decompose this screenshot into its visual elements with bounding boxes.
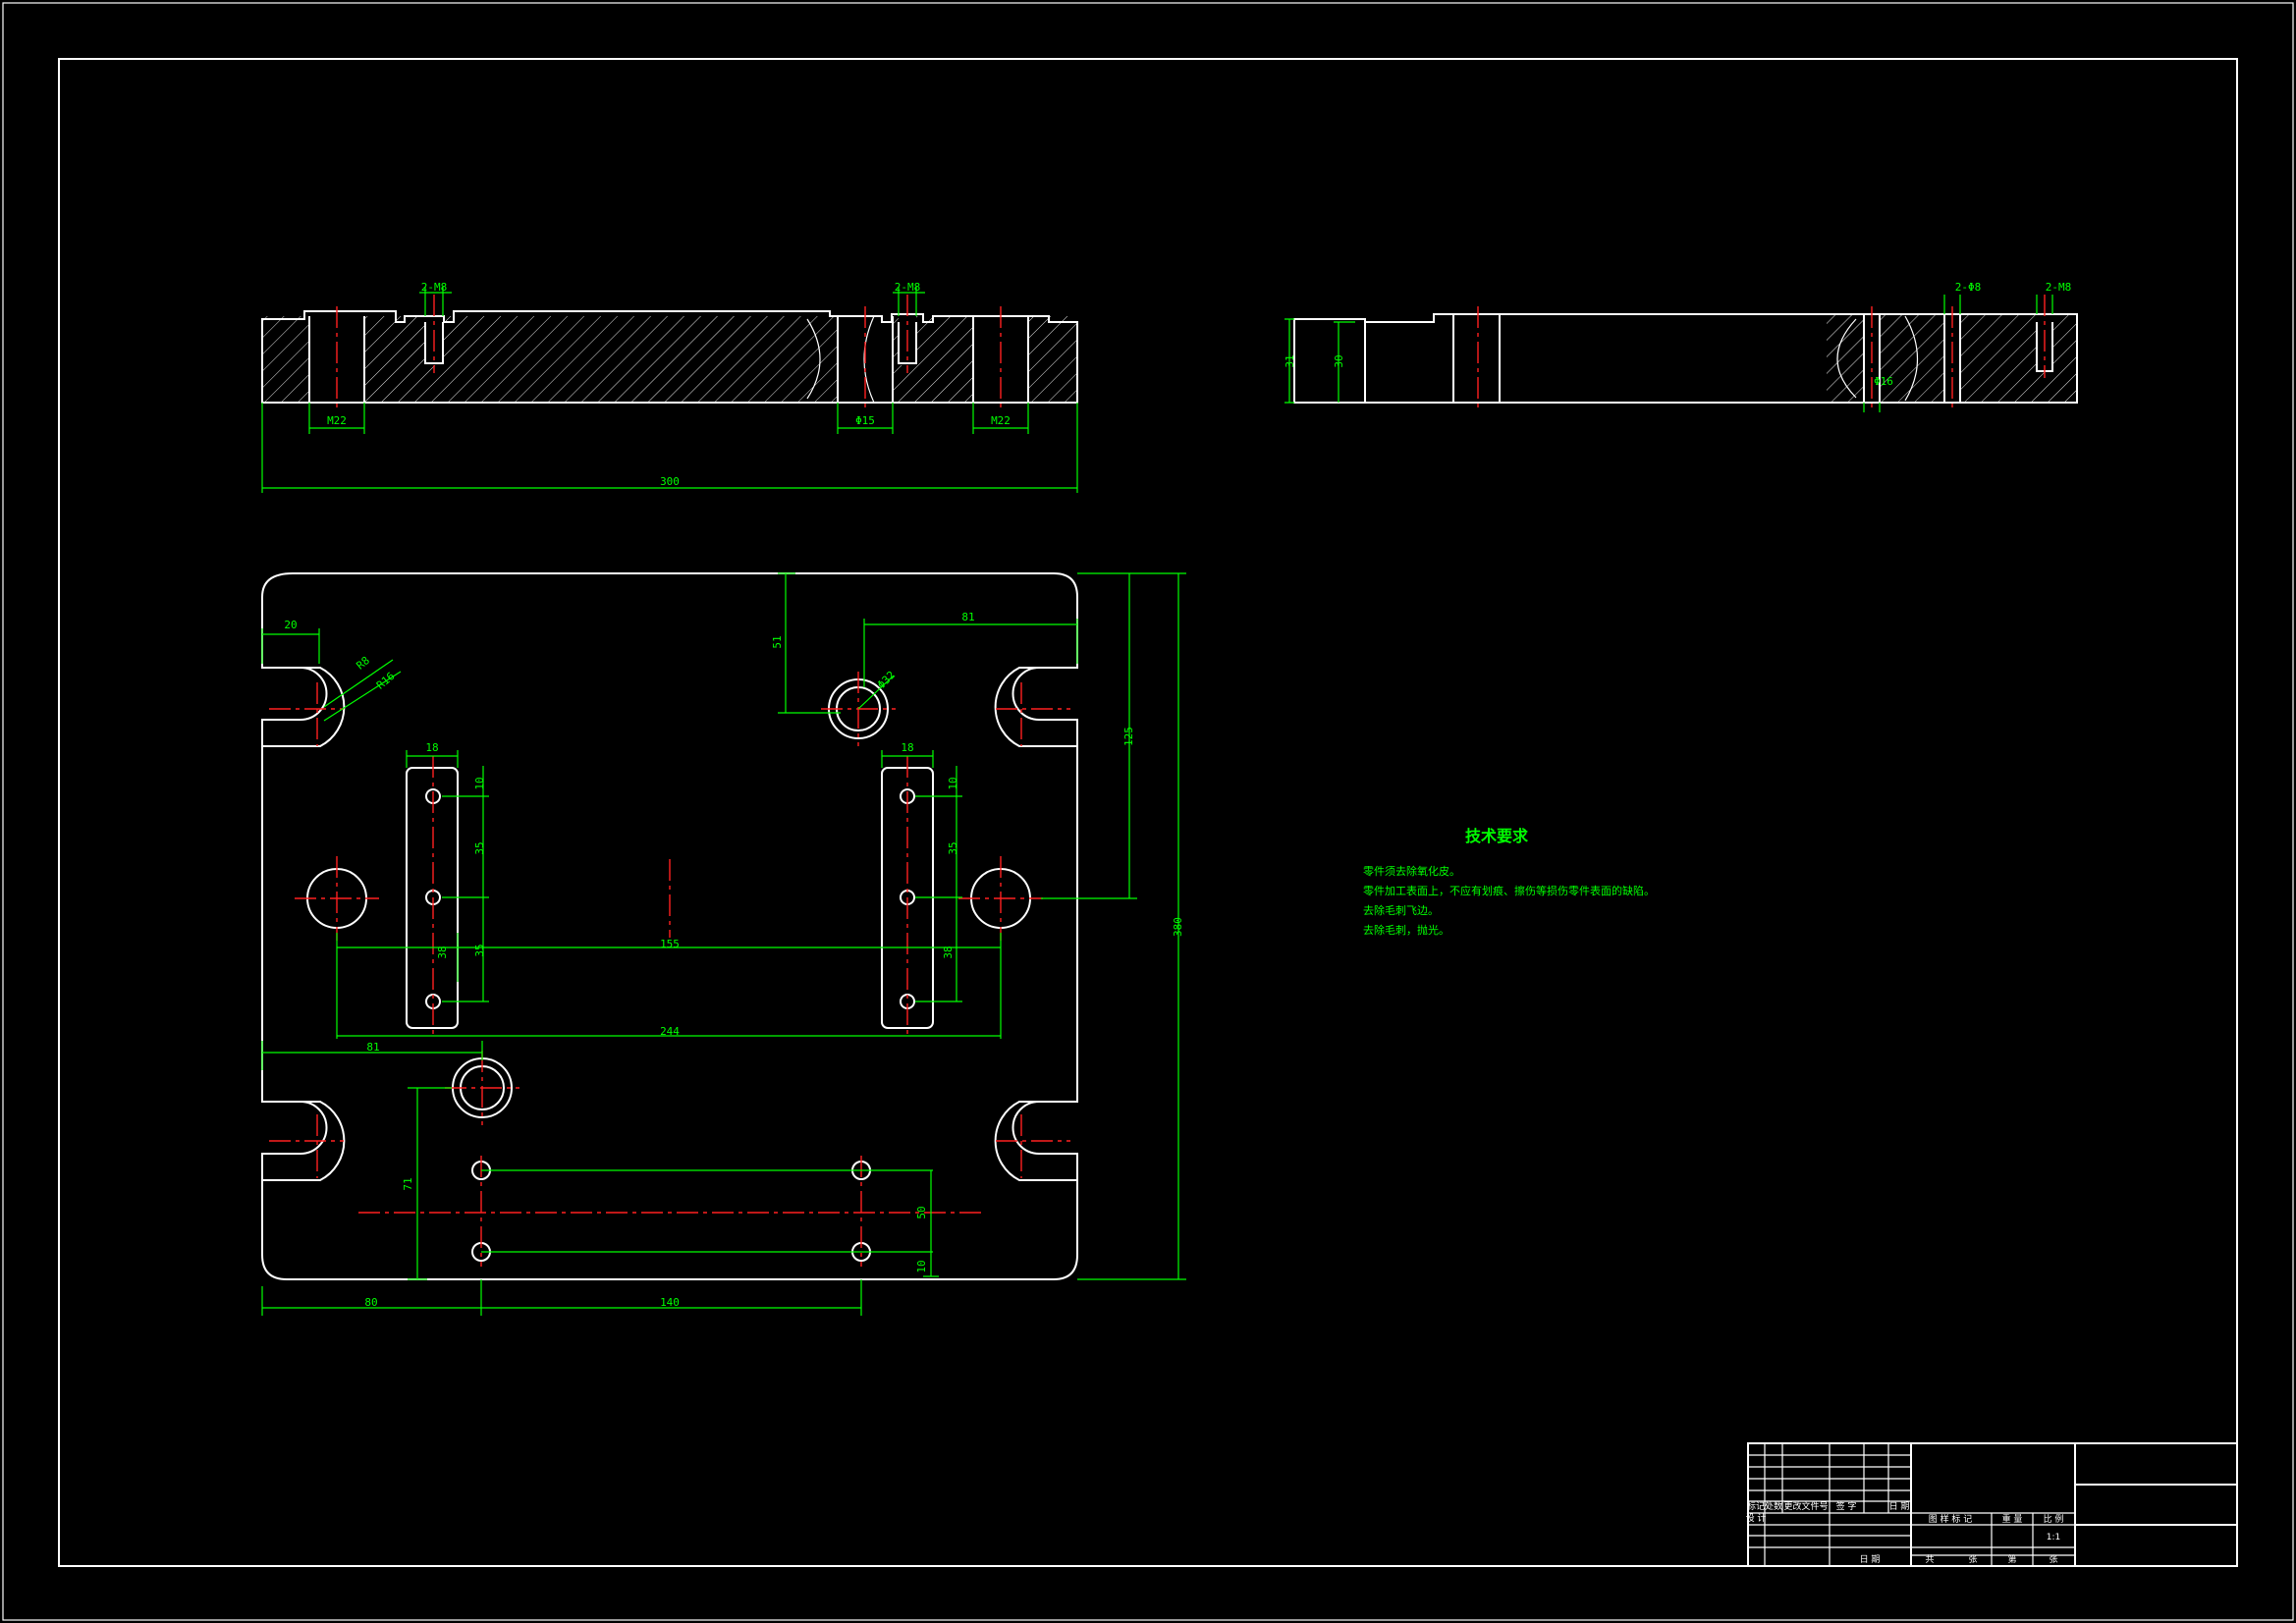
title-block-label: 日 期 (1860, 1554, 1881, 1565)
front-view-label: 2-M8 (421, 281, 448, 294)
plan-view-label: 18 (901, 741, 913, 754)
title-block-label: 设 计 (1746, 1512, 1767, 1524)
front-view-label: M22 (991, 414, 1011, 427)
side-view-label: 2-M8 (2046, 281, 2072, 294)
front-view-hatch (262, 316, 1077, 403)
title-block-label: 张 (2049, 1554, 2057, 1565)
technical-requirements: 技术要求 零件须去除氧化皮。 零件加工表面上，不应有划痕、擦伤等损伤零件表面的缺… (1363, 823, 1655, 941)
title-block-label: 日 期 (1889, 1501, 1910, 1512)
plan-view-label: 51 (771, 635, 784, 648)
title-block-label: 1:1 (2047, 1533, 2060, 1542)
plan-view-label: 81 (366, 1041, 379, 1054)
title-block-label: 标记 (1747, 1500, 1765, 1512)
plan-view-label: 81 (961, 611, 974, 623)
plan-view-label: 20 (284, 619, 297, 631)
plan-view-label: 80 (364, 1296, 377, 1309)
plan-view-label: 38 (942, 946, 955, 958)
plan-view-label: 380 (1172, 917, 1184, 937)
front-view-label: Φ15 (855, 414, 875, 427)
title-block (1747, 1442, 2238, 1567)
front-view-label: M22 (327, 414, 347, 427)
tech-note-1: 零件须去除氧化皮。 (1363, 865, 1460, 878)
plan-view-label: 18 (425, 741, 438, 754)
title-block-label: 处数 (1765, 1500, 1782, 1512)
plan-view-label: 35 (473, 841, 486, 854)
title-block-label: 签 字 (1836, 1500, 1857, 1512)
tech-note-2: 零件加工表面上，不应有划痕、擦伤等损伤零件表面的缺陷。 (1363, 885, 1655, 897)
plan-view-label: 35 (947, 841, 959, 854)
front-view (261, 287, 1078, 493)
technical-requirements-title: 技术要求 (1465, 827, 1529, 845)
title-block-label: 张 (1968, 1554, 1977, 1565)
plan-view-label: 10 (473, 777, 486, 789)
title-block-label: 共 (1925, 1554, 1934, 1565)
tech-note-3: 去除毛刺飞边。 (1363, 904, 1439, 917)
title-block-label: 图 样 标 记 (1929, 1513, 1973, 1525)
plan-view-label: 244 (660, 1025, 680, 1038)
plan-view-label: 71 (402, 1177, 414, 1190)
side-view-label: 2-Φ8 (1955, 281, 1982, 294)
side-view-label: 31 (1284, 354, 1296, 367)
plan-view-label: R16 (374, 670, 398, 692)
tech-note-4: 去除毛刺，抛光。 (1363, 924, 1449, 937)
front-view-label: 300 (660, 475, 680, 488)
title-block-label: 比 例 (2044, 1513, 2064, 1525)
front-view-label: 2-M8 (895, 281, 921, 294)
plan-view-label: 155 (660, 938, 680, 950)
side-view-label: 30 (1333, 354, 1345, 367)
inner-border (58, 58, 2238, 1567)
plan-view-label: 50 (915, 1206, 928, 1218)
title-block-label: 重 量 (2002, 1513, 2023, 1525)
plan-view-label: 38 (436, 946, 449, 958)
side-view (1285, 295, 2078, 412)
title-block-label: 第 (2007, 1553, 2016, 1565)
plan-view-label: R8 (354, 654, 372, 672)
plan-view-label: 125 (1122, 727, 1135, 746)
plan-view-label: 35 (473, 944, 486, 956)
plan-view (261, 572, 1186, 1316)
plate-outline (261, 572, 1078, 1280)
side-view-label: Φ16 (1874, 375, 1893, 388)
plan-view-label: 10 (947, 777, 959, 789)
plan-view-label: 140 (660, 1296, 680, 1309)
plan-view-label: 10 (915, 1260, 928, 1272)
title-block-label: 更改文件号 (1783, 1500, 1828, 1512)
